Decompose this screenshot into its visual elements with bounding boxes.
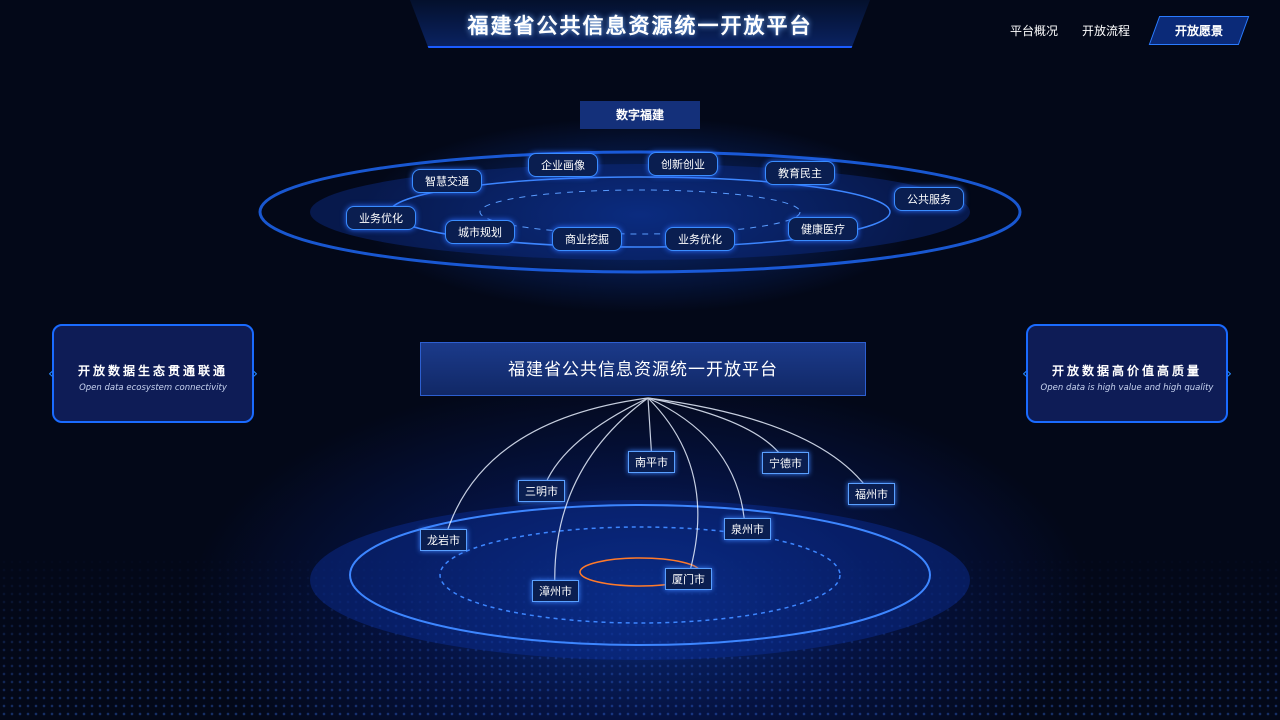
chevron-right-icon[interactable]: › [1226, 366, 1232, 382]
data-particles [0, 550, 1280, 720]
ring-tag[interactable]: 业务优化 [665, 227, 735, 251]
ring-tag[interactable]: 企业画像 [528, 153, 598, 177]
ring-tag[interactable]: 商业挖掘 [552, 227, 622, 251]
platform-box: 福建省公共信息资源统一开放平台 [420, 342, 866, 396]
city-label[interactable]: 厦门市 [665, 568, 712, 590]
chevron-left-icon[interactable]: ‹ [1022, 366, 1028, 382]
nav-item-vision[interactable]: 开放愿景 [1148, 16, 1250, 45]
city-label[interactable]: 三明市 [518, 480, 565, 502]
ring-tag[interactable]: 公共服务 [894, 187, 964, 211]
top-nav: 平台概况 开放流程 开放愿景 [1009, 16, 1250, 45]
ring-tag[interactable]: 教育民主 [765, 161, 835, 185]
ring-tag[interactable]: 创新创业 [648, 152, 718, 176]
page-title: 福建省公共信息资源统一开放平台 [467, 14, 813, 38]
city-label[interactable]: 龙岩市 [420, 529, 467, 551]
ring-title: 数字福建 [580, 101, 700, 129]
right-card-title: 开放数据高价值高质量 [1051, 364, 1202, 378]
right-card[interactable]: ‹ 开放数据高价值高质量 Open data is high value and… [1022, 324, 1232, 423]
right-card-subtitle: Open data is high value and high quality [1040, 383, 1214, 393]
ring-tag[interactable]: 城市规划 [445, 220, 515, 244]
ring-tag[interactable]: 智慧交通 [412, 169, 482, 193]
city-label[interactable]: 漳州市 [532, 580, 579, 602]
nav-item-process[interactable]: 开放流程 [1081, 24, 1130, 38]
chevron-right-icon[interactable]: › [252, 366, 258, 382]
nav-item-overview[interactable]: 平台概况 [1009, 24, 1058, 38]
ring-tag[interactable]: 健康医疗 [788, 217, 858, 241]
left-card-title: 开放数据生态贯通联通 [77, 364, 228, 378]
header-bar [410, 0, 870, 48]
city-label[interactable]: 泉州市 [724, 518, 771, 540]
city-label[interactable]: 宁德市 [762, 452, 809, 474]
city-label[interactable]: 福州市 [848, 483, 895, 505]
left-card[interactable]: ‹ 开放数据生态贯通联通 Open data ecosystem connect… [48, 324, 258, 423]
chevron-left-icon[interactable]: ‹ [48, 366, 54, 382]
city-label[interactable]: 南平市 [628, 451, 675, 473]
nav-item-vision-label: 开放愿景 [1174, 24, 1223, 38]
left-card-subtitle: Open data ecosystem connectivity [79, 383, 227, 393]
ring-tag[interactable]: 业务优化 [346, 206, 416, 230]
